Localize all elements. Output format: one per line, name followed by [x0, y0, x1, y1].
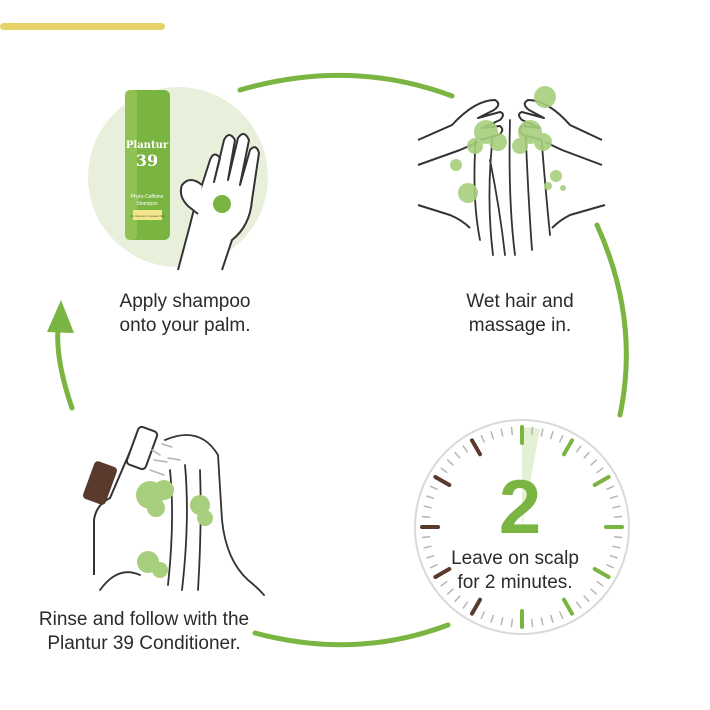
arrow-right	[594, 222, 629, 418]
timer-minor-tick	[559, 434, 564, 443]
timer-number: 2	[498, 465, 542, 550]
timer-minor-tick	[575, 601, 582, 609]
timer-minor-tick	[500, 617, 504, 626]
timer-major-tick	[592, 567, 611, 579]
timer-minor-tick	[606, 485, 615, 490]
step1-caption-line2: onto your palm.	[119, 315, 251, 336]
timer-minor-tick	[446, 588, 454, 595]
timer-minor-tick	[540, 428, 544, 437]
step1-caption: Apply shampoo onto your palm.	[80, 290, 290, 338]
step3-caption-line1: Leave on scalp	[451, 548, 579, 569]
timer-minor-tick	[490, 431, 495, 440]
bottle-number: 39	[136, 151, 158, 170]
shower-head	[83, 425, 159, 575]
step1-caption-line1: Apply shampoo	[119, 291, 251, 312]
timer-minor-tick	[530, 426, 534, 436]
step2-illustration	[417, 86, 606, 256]
step1-illustration: Plantur 39 Phyto-Caffeine Shampoo for co…	[88, 87, 268, 271]
bottle-type: Shampoo	[136, 201, 158, 207]
timer-minor-tick	[549, 614, 554, 623]
bottle-tag: for coloured, stressed hair	[130, 214, 165, 218]
timer-minor-tick	[510, 426, 514, 436]
timer-minor-tick	[609, 554, 618, 559]
step4-illustration	[83, 425, 265, 596]
timer-minor-tick	[421, 535, 431, 539]
bottle-brand: Plantur	[126, 140, 169, 151]
timer-minor-tick	[612, 505, 621, 509]
step4-caption-line2: Plantur 39 Conditioner.	[47, 633, 241, 654]
timer-minor-tick	[510, 618, 514, 628]
step3-caption-line2: for 2 minutes.	[457, 572, 573, 593]
arrow-left-head	[47, 300, 74, 333]
timer-minor-tick	[423, 545, 432, 549]
timer-minor-tick	[559, 611, 564, 620]
timer-minor-tick	[462, 445, 469, 453]
arrow-top	[237, 72, 455, 99]
timer-minor-tick	[423, 505, 432, 509]
rinse-head	[99, 434, 265, 596]
step3-caption: Leave on scalp for 2 minutes.	[430, 547, 600, 595]
shampoo-bottle: Plantur 39 Phyto-Caffeine Shampoo for co…	[125, 90, 170, 240]
timer-minor-tick	[613, 535, 623, 539]
shampoo-dollop	[213, 195, 231, 213]
timer-minor-tick	[480, 434, 485, 443]
water-spray	[149, 443, 181, 476]
timer-minor-tick	[421, 515, 431, 519]
timer-minor-tick	[426, 495, 435, 500]
timer-minor-tick	[446, 459, 454, 466]
timer-minor-tick	[583, 451, 590, 459]
timer-major-tick	[562, 438, 574, 457]
step2-caption-line2: massage in.	[468, 315, 572, 336]
step2-caption: Wet hair and massage in.	[420, 290, 620, 338]
foam-bubbles	[450, 86, 566, 203]
timer-minor-tick	[606, 564, 615, 569]
timer-major-tick	[433, 567, 452, 579]
timer-minor-tick	[429, 564, 438, 569]
timer-major-tick	[470, 438, 482, 457]
timer-minor-tick	[440, 467, 448, 474]
timer-minor-tick	[454, 595, 461, 603]
timer-minor-tick	[500, 428, 504, 437]
timer-minor-tick	[590, 459, 598, 466]
timer	[414, 419, 630, 635]
timer-minor-tick	[480, 611, 485, 620]
timer-minor-tick	[612, 545, 621, 549]
timer-minor-tick	[440, 580, 448, 587]
timer-minor-tick	[490, 614, 495, 623]
timer-major-tick	[562, 597, 574, 616]
arrow-bottom	[252, 622, 451, 648]
accent-bar	[0, 23, 165, 30]
timer-ticks	[420, 425, 624, 629]
step4-caption: Rinse and follow with the Plantur 39 Con…	[14, 608, 274, 656]
timer-sweep	[522, 427, 540, 527]
timer-minor-tick	[583, 595, 590, 603]
bottle-product: Phyto-Caffeine	[131, 194, 164, 200]
timer-major-tick	[470, 597, 482, 616]
timer-minor-tick	[454, 451, 461, 459]
timer-minor-tick	[575, 445, 582, 453]
timer-minor-tick	[462, 601, 469, 609]
timer-minor-tick	[590, 588, 598, 595]
timer-minor-tick	[429, 485, 438, 490]
timer-minor-tick	[596, 580, 604, 587]
timer-minor-tick	[540, 617, 544, 626]
timer-minor-tick	[530, 618, 534, 628]
timer-minor-tick	[609, 495, 618, 500]
timer-minor-tick	[549, 431, 554, 440]
step2-caption-line1: Wet hair and	[466, 291, 574, 312]
cycle-arrows	[47, 72, 629, 648]
timer-major-tick	[433, 475, 452, 487]
timer-minor-tick	[613, 515, 623, 519]
rinse-foam	[136, 480, 213, 578]
step4-caption-line1: Rinse and follow with the	[38, 609, 250, 630]
timer-minor-tick	[596, 467, 604, 474]
timer-major-tick	[592, 475, 611, 487]
timer-minor-tick	[426, 554, 435, 559]
